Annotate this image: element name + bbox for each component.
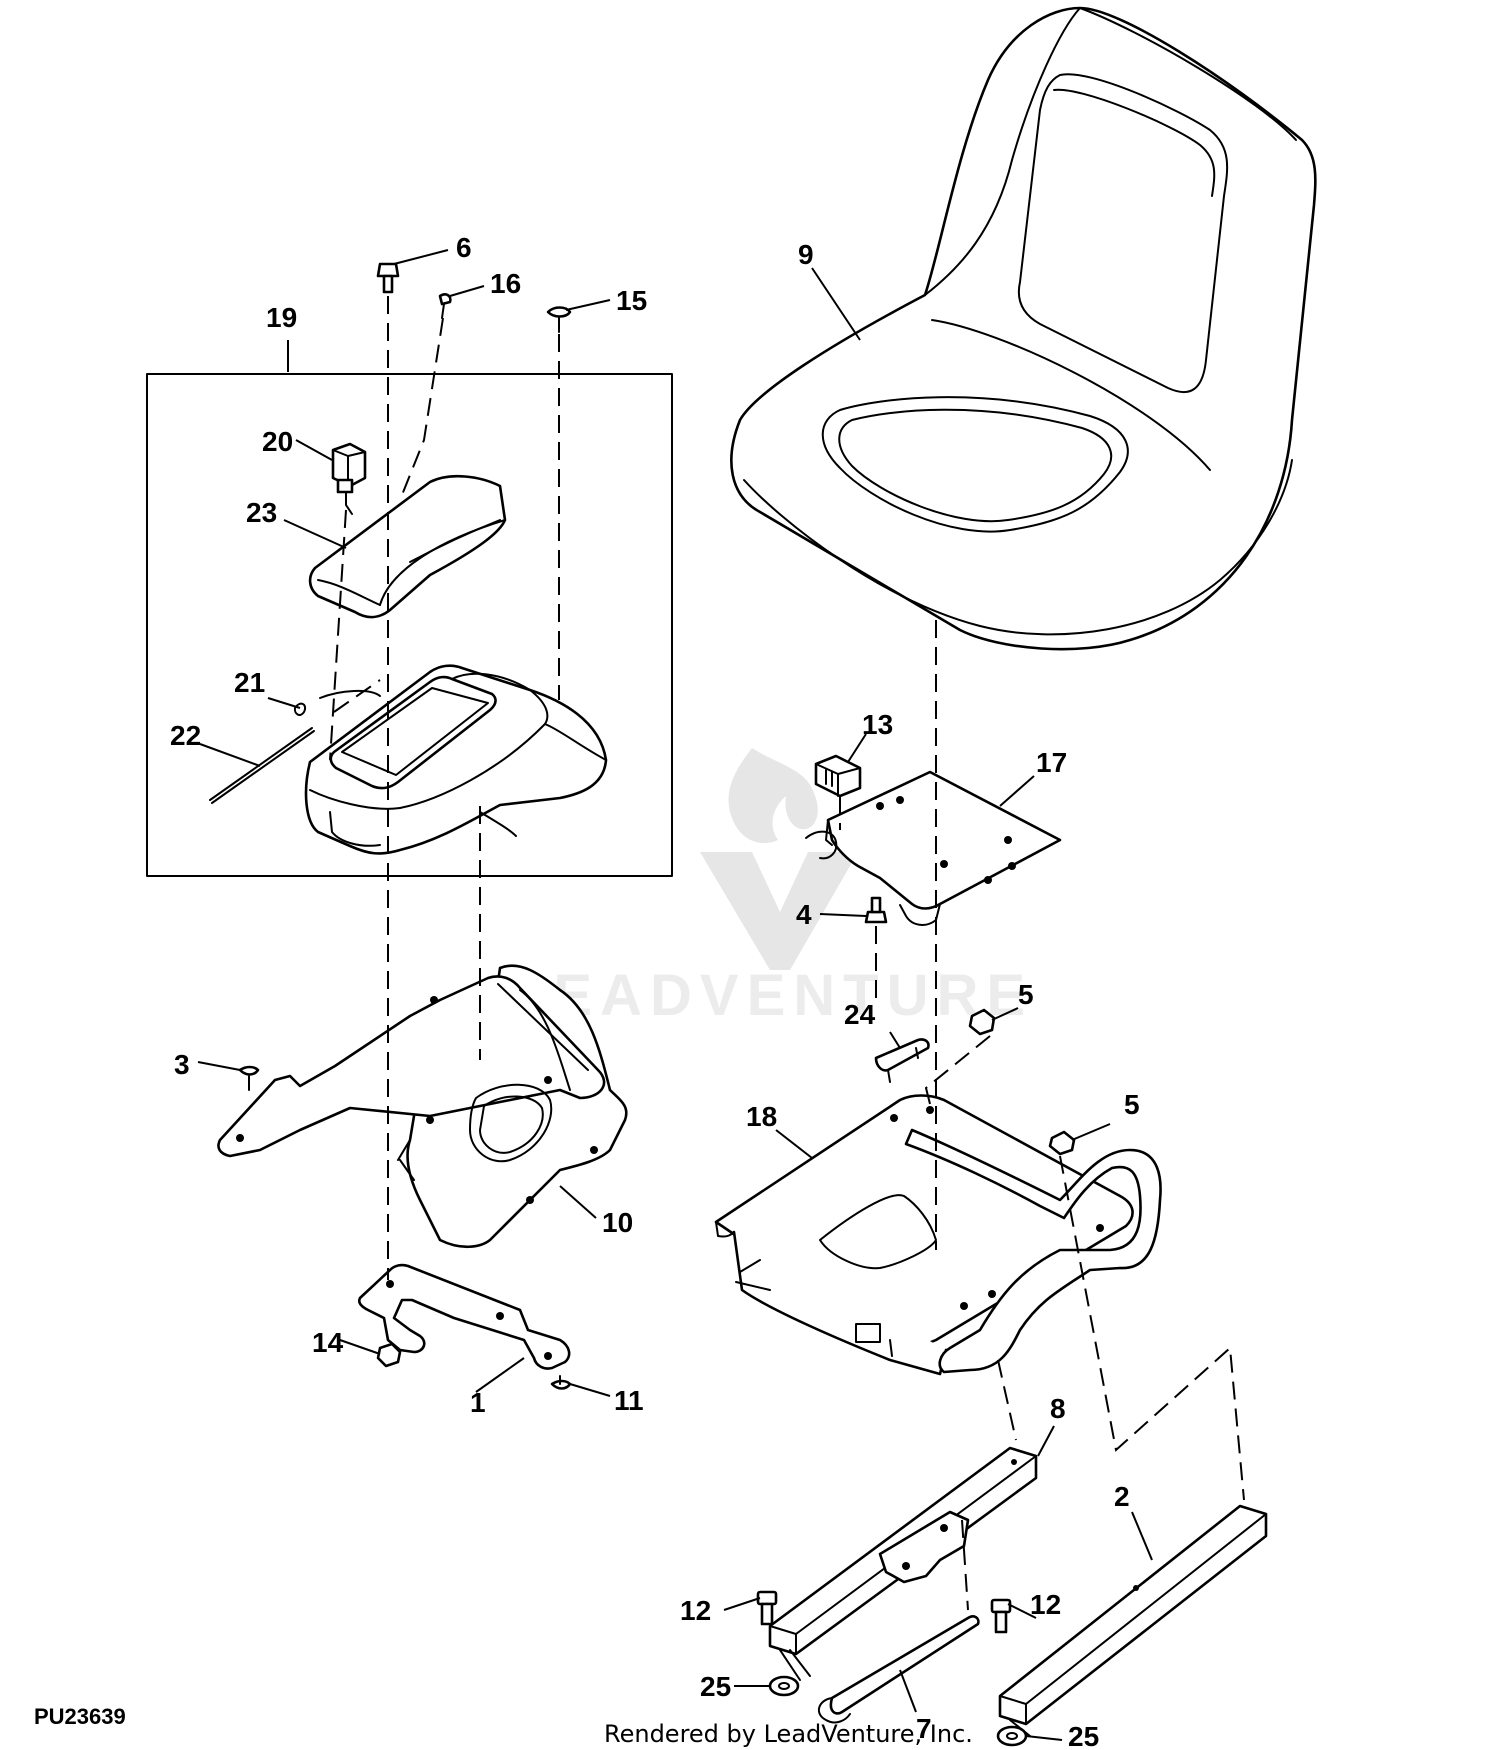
callout-22: 22 — [170, 720, 201, 751]
kit-box — [146, 373, 673, 877]
callout-5-lower: 5 — [1124, 1089, 1140, 1120]
callout-6: 6 — [456, 232, 472, 263]
part-8-slide-rail — [768, 1446, 1038, 1681]
watermark-logo — [700, 748, 858, 970]
callout-13: 13 — [862, 709, 893, 740]
part-22-rod — [209, 727, 315, 804]
callout-24: 24 — [844, 999, 876, 1030]
callout-20: 20 — [262, 426, 293, 457]
callout-15: 15 — [616, 285, 647, 316]
callout-12-right: 12 — [1030, 1589, 1061, 1620]
callout-4: 4 — [796, 899, 812, 930]
part-24-strap — [874, 1038, 930, 1083]
callout-1: 1 — [470, 1387, 486, 1418]
callouts: 19 6 16 15 20 23 21 22 3 10 14 1 11 9 13… — [170, 232, 1140, 1750]
part-13-clip — [814, 754, 862, 798]
callout-2: 2 — [1114, 1481, 1130, 1512]
part-9-seat — [730, 6, 1317, 651]
part-20-switch — [331, 442, 367, 515]
part-17-seat-plate — [805, 770, 1062, 926]
part-25-washer-a — [768, 1675, 800, 1697]
part-11-screw — [550, 1375, 572, 1390]
part-15-screw — [546, 306, 572, 333]
part-3-screw — [238, 1065, 260, 1091]
callout-3: 3 — [174, 1049, 190, 1080]
part-2-slide-rail — [998, 1504, 1268, 1737]
callout-14: 14 — [312, 1327, 344, 1358]
callout-17: 17 — [1036, 747, 1067, 778]
callout-25-right: 25 — [1068, 1721, 1099, 1750]
part-5-nut-a — [968, 1008, 996, 1036]
callout-7: 7 — [916, 1713, 932, 1744]
callout-18: 18 — [746, 1101, 777, 1132]
callout-16: 16 — [490, 268, 521, 299]
part-4-screw — [864, 896, 888, 924]
part-16-screw — [438, 293, 452, 319]
part-25-washer-b — [996, 1725, 1028, 1747]
callout-10: 10 — [602, 1207, 633, 1238]
callout-11: 11 — [614, 1385, 644, 1416]
callout-12-left: 12 — [680, 1595, 711, 1626]
callout-5-upper: 5 — [1018, 979, 1034, 1010]
part-armrest-base — [304, 664, 608, 855]
callout-21: 21 — [234, 667, 265, 698]
figure-id: PU23639 — [34, 1704, 126, 1729]
callout-25-left: 25 — [700, 1671, 731, 1702]
part-12-bolt-a — [756, 1590, 778, 1626]
part-7-rod — [817, 1615, 980, 1724]
part-5-nut-b — [1048, 1130, 1076, 1156]
assembly-lines — [329, 296, 1245, 1611]
part-18-seat-base — [714, 1094, 1162, 1376]
part-12-bolt-b — [990, 1598, 1012, 1634]
callout-19: 19 — [266, 302, 297, 333]
callout-9: 9 — [798, 239, 814, 270]
part-14-nut — [376, 1342, 402, 1368]
part-1-bracket — [357, 1263, 571, 1370]
callout-23: 23 — [246, 497, 277, 528]
part-21-pin — [293, 702, 306, 716]
part-23-armrest-cover — [308, 474, 507, 619]
part-6-bolt — [376, 262, 400, 294]
watermark-text: LEADVENTURE — [510, 963, 1033, 1028]
callout-8: 8 — [1050, 1393, 1066, 1424]
leader-lines — [197, 249, 1153, 1741]
render-credit: Rendered by LeadVenture, Inc. — [604, 1720, 973, 1748]
part-10-console-housing — [217, 964, 628, 1249]
